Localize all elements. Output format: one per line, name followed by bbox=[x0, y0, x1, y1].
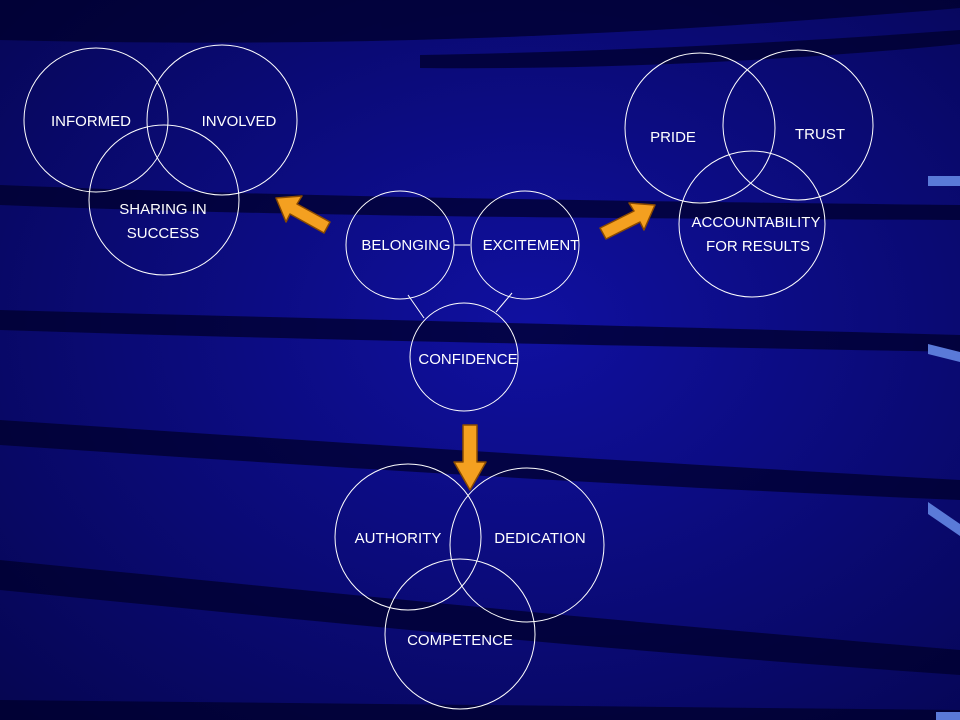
venn-bottom bbox=[334, 463, 605, 710]
label-pride: PRIDE bbox=[650, 129, 696, 146]
label-success: SUCCESS bbox=[127, 225, 200, 242]
labels-top-left: INFORMED INVOLVED SHARING IN SUCCESS bbox=[51, 113, 277, 242]
connector-line bbox=[407, 294, 425, 319]
venn-top-right bbox=[624, 49, 874, 298]
right-tab bbox=[928, 176, 960, 186]
circle-pride bbox=[624, 52, 776, 204]
right-tab bbox=[928, 502, 960, 536]
arrow-down-icon bbox=[453, 424, 487, 491]
circle-informed bbox=[23, 47, 169, 193]
label-authority: AUTHORITY bbox=[355, 530, 442, 547]
arrow-up-right-icon bbox=[599, 202, 656, 240]
label-excitement: EXCITEMENT bbox=[483, 237, 580, 254]
labels-top-right: PRIDE TRUST ACCOUNTABILITY FOR RESULTS bbox=[650, 126, 845, 255]
connector-line bbox=[495, 292, 513, 313]
label-belonging: BELONGING bbox=[361, 237, 450, 254]
label-trust: TRUST bbox=[795, 126, 845, 143]
label-involved: INVOLVED bbox=[202, 113, 277, 130]
venn-top-left bbox=[23, 44, 298, 276]
circle-confidence bbox=[409, 302, 519, 412]
label-competence: COMPETENCE bbox=[407, 632, 513, 649]
label-sharing-in: SHARING IN bbox=[119, 201, 207, 218]
circle-accountability bbox=[678, 150, 826, 298]
circle-trust bbox=[722, 49, 874, 201]
circle-belonging bbox=[345, 190, 455, 300]
labels-center: BELONGING EXCITEMENT CONFIDENCE bbox=[361, 237, 579, 368]
circle-authority bbox=[334, 463, 482, 611]
labels-bottom: AUTHORITY DEDICATION COMPETENCE bbox=[355, 530, 586, 649]
circle-involved bbox=[146, 44, 298, 196]
label-for-results: FOR RESULTS bbox=[706, 238, 810, 255]
label-dedication: DEDICATION bbox=[494, 530, 585, 547]
circle-dedication bbox=[449, 467, 605, 623]
label-accountability: ACCOUNTABILITY bbox=[692, 214, 821, 231]
right-tab bbox=[928, 344, 960, 362]
circle-competence bbox=[384, 558, 536, 710]
arrow-up-left-icon bbox=[275, 195, 331, 234]
right-edge-tabs bbox=[928, 176, 960, 720]
label-informed: INFORMED bbox=[51, 113, 131, 130]
circle-excitement bbox=[470, 190, 580, 300]
right-tab bbox=[936, 712, 960, 720]
label-confidence: CONFIDENCE bbox=[418, 351, 517, 368]
circle-sharing-in-success bbox=[88, 124, 240, 276]
triad-center bbox=[345, 190, 580, 412]
